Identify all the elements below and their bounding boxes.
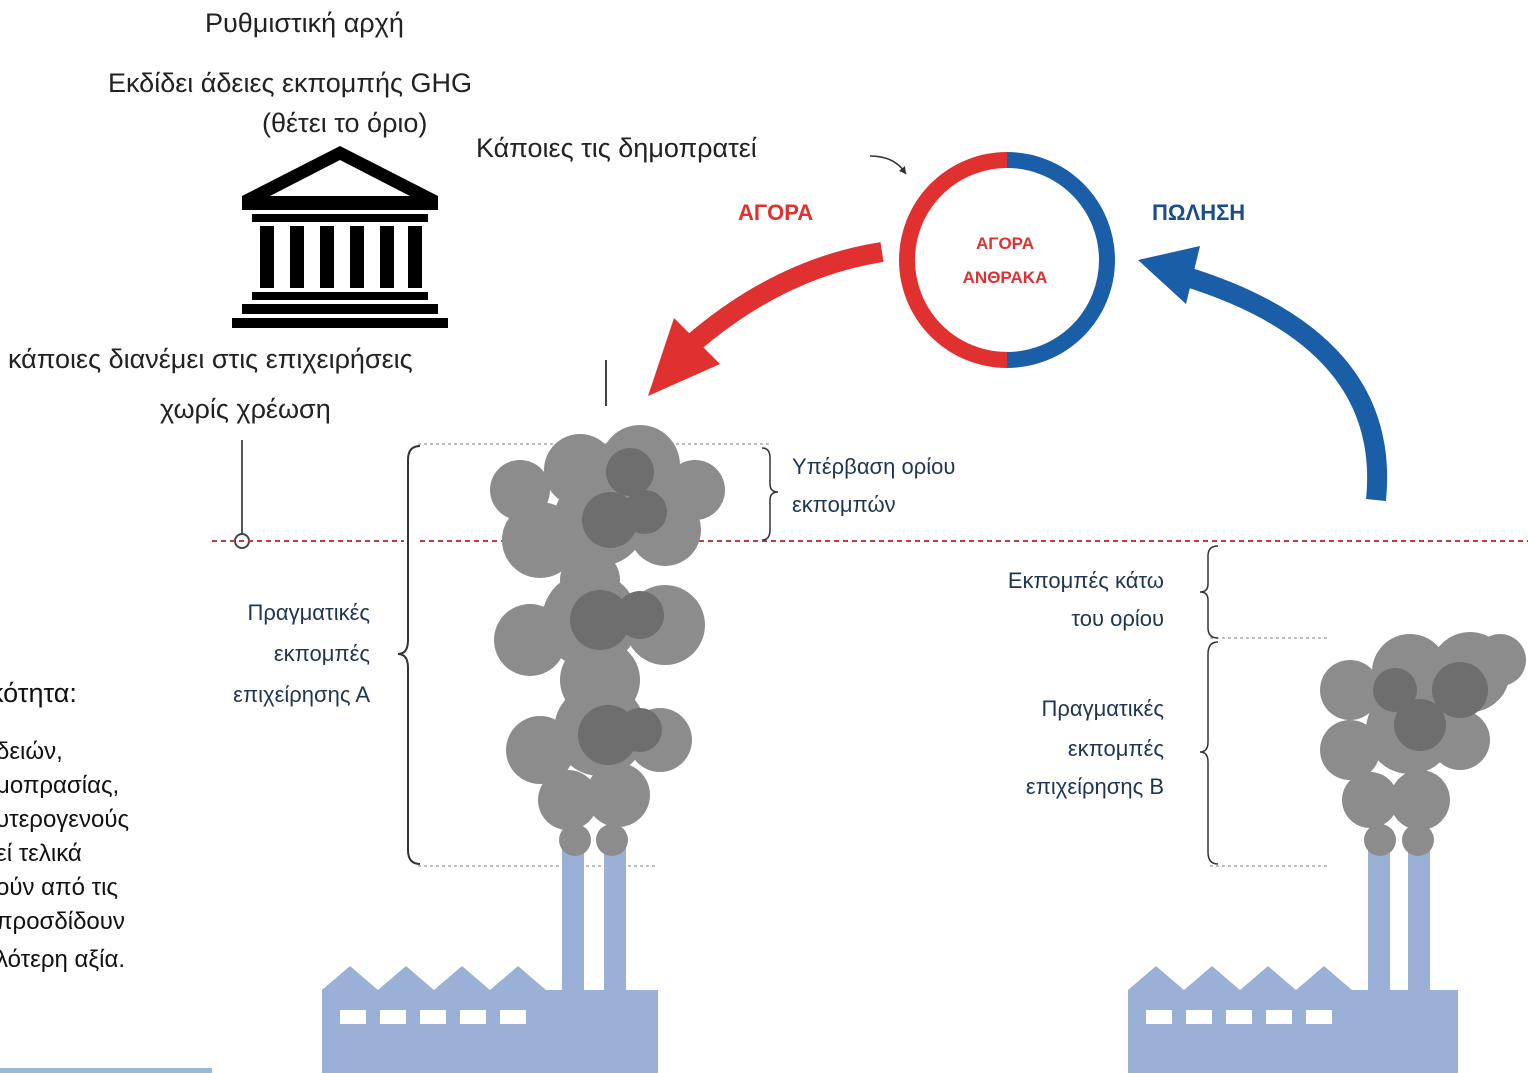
actual-emissions-b-label-3: επιχείρησης Β bbox=[1025, 774, 1164, 799]
buy-arrow bbox=[648, 242, 884, 396]
factory-a bbox=[322, 846, 658, 1073]
actual-emissions-a-label-3: επιχείρησης Α bbox=[233, 682, 370, 707]
regulator-issues-permits: Εκδίδει άδειες εκπομπής GHG bbox=[108, 68, 473, 98]
auction-label: Κάποιες τις δημοπρατεί bbox=[476, 133, 757, 163]
sell-label: ΠΩΛΗΣΗ bbox=[1152, 200, 1246, 225]
sell-arrow bbox=[1138, 246, 1388, 501]
free-allocation-label: κάποιες διανέμει στις επιχειρήσεις bbox=[8, 344, 413, 374]
regulator-sets-cap: (θέτει το όριο) bbox=[262, 108, 428, 138]
actual-emissions-a-label: Πραγματικές bbox=[247, 600, 370, 625]
government-building-icon bbox=[232, 146, 448, 328]
below-cap-label-2: του ορίου bbox=[1071, 606, 1164, 631]
smoke-company-a bbox=[490, 425, 725, 856]
fragment-text-7: προσδίδουν bbox=[0, 908, 125, 935]
brace-actual-a bbox=[397, 445, 421, 865]
buy-label: ΑΓΟΡΑ bbox=[738, 200, 814, 225]
carbon-market-label-2: ΑΝΘΡΑΚΑ bbox=[962, 268, 1048, 287]
factory-b-windows bbox=[1146, 1010, 1332, 1024]
exceed-cap-label: Υπέρβαση ορίου bbox=[792, 454, 956, 479]
fragment-text-5: εί τελικά bbox=[0, 840, 82, 867]
fragment-text-2: δειών, bbox=[0, 738, 63, 765]
actual-emissions-b-label-2: εκπομπές bbox=[1067, 736, 1164, 761]
below-cap-label: Εκπομπές κάτω bbox=[1007, 568, 1164, 593]
fragment-text-4: υτερογενούς bbox=[0, 806, 130, 833]
exceed-cap-label-2: εκπομπών bbox=[792, 492, 896, 517]
brace-below bbox=[1199, 545, 1219, 639]
smoke-company-b bbox=[1320, 632, 1526, 856]
regulator-title: Ρυθμιστική αρχή bbox=[205, 8, 404, 38]
factory-b bbox=[1128, 846, 1458, 1073]
carbon-market-label-1: ΑΓΟΡΑ bbox=[975, 234, 1035, 253]
fragment-text-1: κότητα: bbox=[0, 678, 77, 708]
brace-exceed bbox=[761, 447, 779, 541]
actual-emissions-b-label: Πραγματικές bbox=[1041, 696, 1164, 721]
fragment-text-3: μοπρασίας, bbox=[0, 772, 120, 799]
free-allocation-label-2: χωρίς χρέωση bbox=[160, 394, 331, 424]
bottom-left-bar bbox=[0, 1068, 212, 1073]
fragment-text-6: ούν από τις bbox=[0, 874, 118, 901]
fragment-text-8: λότερη αξία. bbox=[0, 946, 125, 973]
carbon-market-ring bbox=[899, 152, 1115, 368]
actual-emissions-a-label-2: εκπομπές bbox=[273, 641, 370, 666]
brace-actual-b bbox=[1199, 641, 1219, 865]
factory-a-windows bbox=[340, 1010, 526, 1024]
